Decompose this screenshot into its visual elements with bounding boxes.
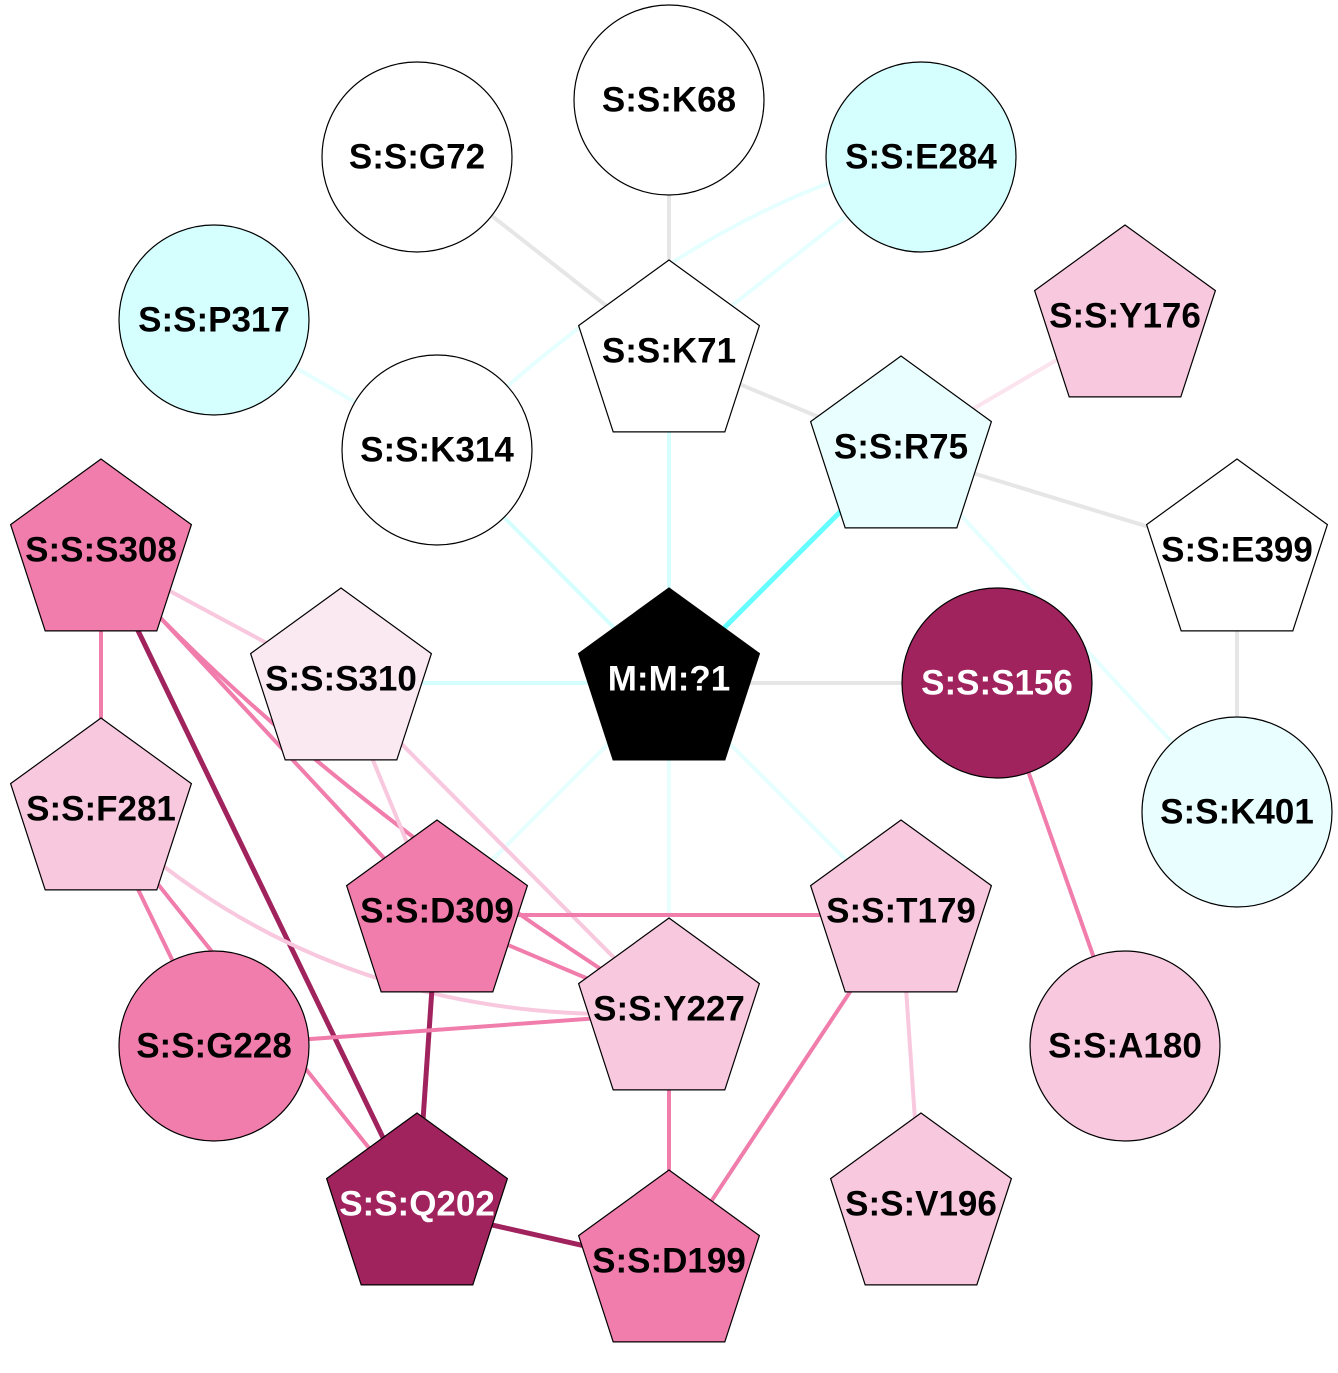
node-K314[interactable]: S:S:K314 [341, 354, 533, 546]
node-label: S:S:S156 [921, 664, 1073, 703]
node-label: S:S:P317 [138, 301, 290, 340]
node-F281[interactable]: S:S:F281 [9, 717, 193, 891]
node-label: S:S:Y176 [1049, 297, 1201, 336]
pentagon-shape [809, 355, 993, 529]
pentagon-shape [577, 1169, 761, 1343]
pentagon-shape [577, 917, 761, 1091]
circle-shape [1141, 716, 1333, 908]
circle-shape [341, 354, 533, 546]
node-label: S:S:K71 [602, 332, 736, 371]
node-A180[interactable]: S:S:A180 [1029, 950, 1221, 1142]
circle-shape [118, 224, 310, 416]
pentagon-shape [9, 458, 193, 632]
node-G228[interactable]: S:S:G228 [118, 950, 310, 1142]
node-E284[interactable]: S:S:E284 [825, 61, 1017, 253]
node-S308[interactable]: S:S:S308 [9, 458, 193, 632]
node-label: S:S:T179 [826, 892, 976, 931]
edge-F281-Y227 [99, 811, 670, 1017]
node-label: S:S:E399 [1161, 531, 1313, 570]
circle-shape [825, 61, 1017, 253]
node-D199[interactable]: S:S:D199 [577, 1169, 761, 1343]
node-G72[interactable]: S:S:G72 [321, 61, 513, 253]
node-label: S:S:D199 [592, 1242, 746, 1281]
circle-shape [321, 61, 513, 253]
node-K71[interactable]: S:S:K71 [577, 259, 761, 433]
node-K68[interactable]: S:S:K68 [573, 4, 765, 196]
pentagon-shape [249, 587, 433, 761]
pentagon-shape [829, 1112, 1013, 1286]
node-label: S:S:D309 [360, 892, 514, 931]
node-label: S:S:Q202 [339, 1185, 495, 1224]
node-label: M:M:?1 [608, 660, 730, 699]
pentagon-shape [1145, 458, 1329, 632]
node-label: S:S:Y227 [593, 990, 745, 1029]
circle-shape [118, 950, 310, 1142]
pentagon-shape [325, 1112, 509, 1286]
node-R75[interactable]: S:S:R75 [809, 355, 993, 529]
node-label: S:S:S310 [265, 660, 417, 699]
node-M1[interactable]: M:M:?1 [577, 587, 761, 761]
node-label: S:S:V196 [845, 1185, 997, 1224]
edge-S308-Q202 [98, 552, 420, 1210]
pentagon-shape [345, 819, 529, 993]
node-label: S:S:F281 [26, 790, 176, 829]
node-D309[interactable]: S:S:D309 [345, 819, 529, 993]
node-label: S:S:R75 [834, 428, 968, 467]
node-label: S:S:S308 [25, 531, 177, 570]
node-label: S:S:A180 [1048, 1027, 1202, 1066]
node-label: S:S:K314 [360, 431, 514, 470]
node-S156[interactable]: S:S:S156 [901, 587, 1093, 779]
pentagon-shape [577, 587, 761, 761]
node-label: S:S:G72 [349, 138, 485, 177]
circle-shape [573, 4, 765, 196]
node-label: S:S:E284 [845, 138, 997, 177]
pentagon-shape [577, 259, 761, 433]
node-label: S:S:K68 [602, 81, 736, 120]
pentagon-shape [1033, 224, 1217, 398]
node-T179[interactable]: S:S:T179 [809, 819, 993, 993]
node-P317[interactable]: S:S:P317 [118, 224, 310, 416]
node-Y227[interactable]: S:S:Y227 [577, 917, 761, 1091]
circle-shape [1029, 950, 1221, 1142]
node-E399[interactable]: S:S:E399 [1145, 458, 1329, 632]
pentagon-shape [809, 819, 993, 993]
node-label: S:S:G228 [136, 1027, 292, 1066]
node-Q202[interactable]: S:S:Q202 [325, 1112, 509, 1286]
node-label: S:S:K401 [1160, 793, 1314, 832]
node-K401[interactable]: S:S:K401 [1141, 716, 1333, 908]
node-S310[interactable]: S:S:S310 [249, 587, 433, 761]
circle-shape [901, 587, 1093, 779]
node-V196[interactable]: S:S:V196 [829, 1112, 1013, 1286]
node-Y176[interactable]: S:S:Y176 [1033, 224, 1217, 398]
pentagon-shape [9, 717, 193, 891]
